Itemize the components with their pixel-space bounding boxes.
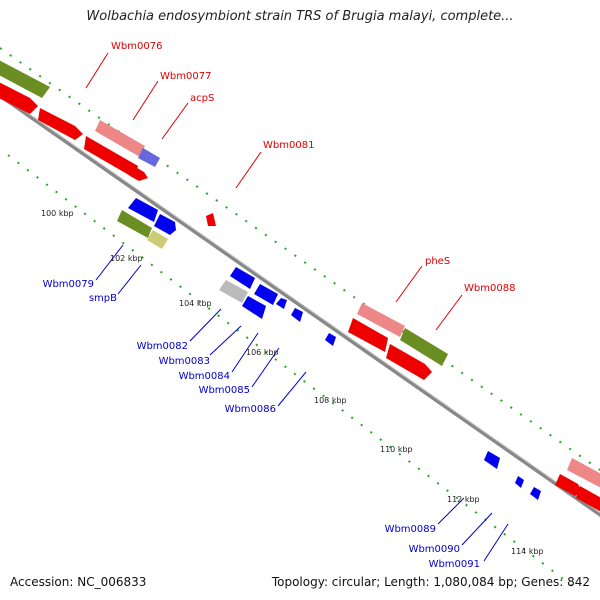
gene-label-forward[interactable]: Wbm0077 <box>160 71 211 82</box>
gene-gray-1[interactable] <box>219 280 248 303</box>
gene-red-7[interactable] <box>386 344 432 380</box>
gene-label-reverse[interactable]: Wbm0090 <box>409 544 460 555</box>
gene-pink-3[interactable] <box>567 458 600 490</box>
gene-khaki-1[interactable] <box>147 230 168 249</box>
scale-label: 100 kbp <box>41 209 74 218</box>
accession-text: Accession: NC_006833 <box>10 575 147 589</box>
gene-olive-3[interactable] <box>117 210 152 238</box>
scale-label: 106 kbp <box>246 348 279 357</box>
scale-label: 104 kbp <box>179 299 212 308</box>
gene-label-reverse[interactable]: Wbm0085 <box>199 385 250 396</box>
leader-smpb <box>117 264 142 295</box>
gene-purple-1[interactable] <box>138 148 160 167</box>
reverse-gene-labels: Wbm0079 smpB Wbm0082 Wbm0083 Wbm0084 Wbm… <box>43 279 480 570</box>
topology-text: Topology: circular; Length: 1,080,084 bp… <box>271 575 590 589</box>
gene-blue-7[interactable] <box>291 308 303 322</box>
genome-backbone-highlight <box>0 92 600 514</box>
leader-wbm0091 <box>483 523 509 562</box>
gene-label-reverse[interactable]: Wbm0083 <box>159 356 210 367</box>
gene-red-5[interactable] <box>206 213 216 226</box>
gene-pink-1[interactable] <box>95 120 145 157</box>
gene-red-8[interactable] <box>555 474 582 496</box>
leader-wbm0077 <box>132 80 159 121</box>
gene-label-reverse[interactable]: Wbm0082 <box>137 341 188 352</box>
gene-red-4[interactable] <box>130 165 148 181</box>
gene-label-forward[interactable]: Wbm0076 <box>111 41 162 52</box>
gene-label-reverse[interactable]: Wbm0091 <box>429 559 480 570</box>
gene-blue-3[interactable] <box>230 267 255 289</box>
gene-label-forward[interactable]: pheS <box>425 256 450 267</box>
forward-strand-features <box>0 58 600 514</box>
gene-blue-6[interactable] <box>276 298 287 309</box>
gene-pink-2[interactable] <box>357 303 405 337</box>
gene-blue-2[interactable] <box>154 214 176 235</box>
gene-label-forward[interactable]: acpS <box>190 93 214 104</box>
leader-wbm0079 <box>95 244 124 281</box>
gene-red-6[interactable] <box>348 318 388 352</box>
leader-wbm0083 <box>209 325 242 356</box>
leader-wbm0088 <box>435 294 463 331</box>
gene-olive-1[interactable] <box>0 58 50 98</box>
gene-blue-9[interactable] <box>484 451 500 469</box>
leader-wbm0082 <box>189 308 222 342</box>
leader-wbm0090 <box>461 512 493 546</box>
scale-label: 114 kbp <box>511 547 544 556</box>
gene-blue-8[interactable] <box>325 333 336 346</box>
gene-label-reverse[interactable]: Wbm0086 <box>225 404 276 415</box>
genome-backbone <box>0 93 600 517</box>
leader-wbm0089 <box>437 497 465 525</box>
gene-label-reverse[interactable]: Wbm0089 <box>385 524 436 535</box>
forward-gene-labels: Wbm0076 Wbm0077 acpS Wbm0081 pheS Wbm008… <box>111 41 515 294</box>
scale-label: 102 kbp <box>110 254 143 263</box>
leader-acps <box>161 102 189 140</box>
leader-wbm0081 <box>235 151 262 189</box>
leader-wbm0076 <box>85 52 109 89</box>
gene-blue-4[interactable] <box>254 284 278 305</box>
gene-label-forward[interactable]: Wbm0088 <box>464 283 515 294</box>
gene-red-3[interactable] <box>84 136 138 178</box>
gene-red-9[interactable] <box>576 486 600 514</box>
reverse-strand-features <box>117 198 541 500</box>
leader-wbm0085 <box>251 347 280 388</box>
scale-label: 108 kbp <box>314 396 347 405</box>
outer-tick-track <box>0 47 600 471</box>
page-title: Wolbachia endosymbiont strain TRS of Bru… <box>86 9 514 24</box>
gene-label-reverse[interactable]: Wbm0084 <box>179 371 230 382</box>
inner-tick-track <box>7 154 576 589</box>
gene-label-forward[interactable]: Wbm0081 <box>263 140 314 151</box>
scale-label: 110 kbp <box>380 445 413 454</box>
gene-blue-5[interactable] <box>242 296 266 319</box>
leader-wbm0086 <box>277 371 307 407</box>
gene-label-reverse[interactable]: smpB <box>89 293 117 304</box>
gene-blue-1[interactable] <box>128 198 158 222</box>
leader-phes <box>395 265 423 303</box>
gene-blue-10[interactable] <box>515 476 524 488</box>
label-leader-lines <box>85 52 509 562</box>
gene-label-reverse[interactable]: Wbm0079 <box>43 279 94 290</box>
gene-red-1[interactable] <box>0 80 38 114</box>
gene-red-2[interactable] <box>38 108 83 140</box>
scale-labels: 100 kbp 102 kbp 104 kbp 106 kbp 108 kbp … <box>41 209 544 556</box>
gene-blue-11[interactable] <box>530 487 541 500</box>
gene-olive-2[interactable] <box>400 328 448 366</box>
scale-label: 112 kbp <box>447 495 480 504</box>
leader-wbm0084 <box>231 332 259 373</box>
